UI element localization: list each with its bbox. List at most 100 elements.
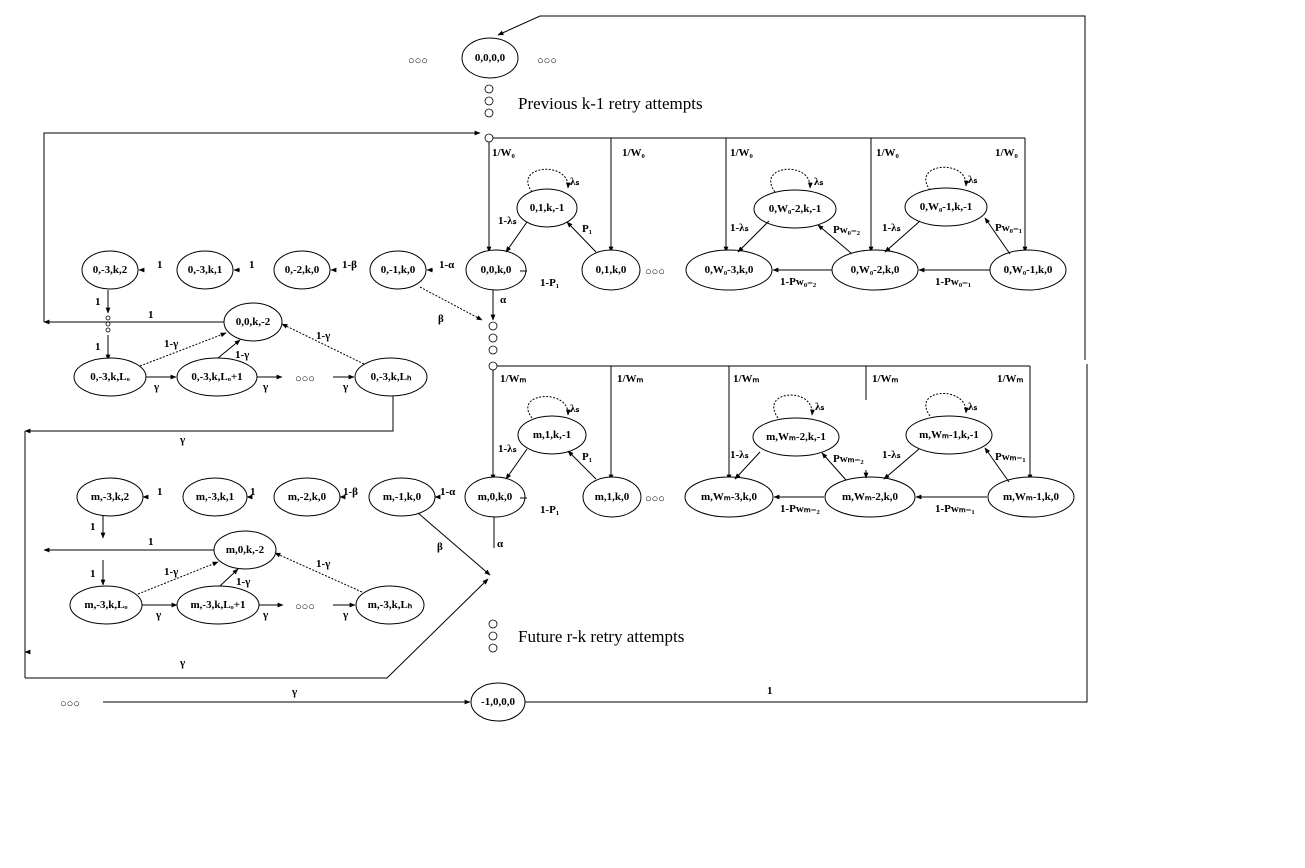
label: γ xyxy=(262,381,268,393)
state-label: m,-3,k,1 xyxy=(196,491,234,503)
state-node-0-W0-1-k-minus1[interactable]: 0,W₀-1,k,-1 xyxy=(904,187,988,227)
state-label: 0,-3,k,1 xyxy=(188,264,223,276)
state-node-m-minus3-k-Lm[interactable]: m,-3,k,Lₒ xyxy=(69,585,143,625)
state-label: m,Wₘ-3,k,0 xyxy=(701,491,758,503)
state-node-0-minus2-k-0[interactable]: 0,-2,k,0 xyxy=(273,250,331,290)
edge-beta xyxy=(417,512,491,576)
state-label: 0,-2,k,0 xyxy=(285,264,320,276)
edge xyxy=(139,332,227,367)
state-label: 0,0,0,0 xyxy=(475,52,506,64)
state-node-m-Wm-2-k-minus1[interactable]: m,Wₘ-2,k,-1 xyxy=(752,417,840,457)
state-node-0-0-k-0[interactable]: 0,0,k,0 xyxy=(465,249,527,291)
label: 1-Pᴡ₀₋₂ xyxy=(780,276,817,288)
edge-selfloop xyxy=(770,168,813,193)
state-node-0-0-k-minus2[interactable]: 0,0,k,-2 xyxy=(223,302,283,342)
state-node-m-minus3-k-Lm-plus1[interactable]: m,-3,k,Lₒ+1 xyxy=(176,585,260,625)
state-label: m,Wₘ-2,k,-1 xyxy=(766,431,826,443)
label: P₁ xyxy=(582,451,592,463)
label-w: 1/Wₘ xyxy=(617,373,644,385)
state-label: 0,-3,k,Lₒ xyxy=(90,371,130,383)
state-node-0-minus3-k-1[interactable]: 0,-3,k,1 xyxy=(176,250,234,290)
edge xyxy=(566,221,597,253)
label-lambda: λₛ xyxy=(814,176,824,188)
edge-return-bottom xyxy=(525,364,1088,703)
state-label: -1,0,0,0 xyxy=(481,696,515,708)
edge xyxy=(817,224,852,254)
stage0-entry-point xyxy=(484,133,494,143)
state-label: 0,0,k,-2 xyxy=(236,316,271,328)
state-node-0-W0-1-k-0[interactable]: 0,W₀-1,k,0 xyxy=(989,249,1067,291)
state-node-m-Wm-2-k-0[interactable]: m,Wₘ-2,k,0 xyxy=(824,476,916,518)
state-node-m-Wm-1-k-minus1[interactable]: m,Wₘ-1,k,-1 xyxy=(905,415,993,455)
state-node-m-1-k-minus1[interactable]: m,1,k,-1 xyxy=(517,415,587,455)
edge xyxy=(737,220,770,253)
state-node-minus1-0-0-0[interactable]: -1,0,0,0 xyxy=(470,682,526,722)
label-lambda: λₛ xyxy=(815,401,825,413)
label: 1 xyxy=(767,685,773,697)
state-label: 0,W₀-2,k,-1 xyxy=(769,203,822,215)
label: 1-β xyxy=(342,259,357,271)
label: 1-Pᴡₘ₋₂ xyxy=(780,503,820,515)
label: 1 xyxy=(90,568,96,580)
state-label: m,0,k,0 xyxy=(478,491,513,503)
state-label: m,-3,k,Lₕ xyxy=(368,599,413,611)
state-node-m-minus3-k-2[interactable]: m,-3,k,2 xyxy=(76,477,144,517)
label: 1 xyxy=(95,341,101,353)
label: 1 xyxy=(148,536,154,548)
state-node-0-W0-2-k-0[interactable]: 0,W₀-2,k,0 xyxy=(831,249,919,291)
state-label: 0,W₀-3,k,0 xyxy=(705,264,754,276)
label: 1-λₛ xyxy=(498,443,517,455)
label-w: 1/W₀ xyxy=(622,147,646,159)
label: 1-λₛ xyxy=(882,222,901,234)
label-w: 1/W₀ xyxy=(492,147,516,159)
state-label: 0,W₀-1,k,0 xyxy=(1004,264,1053,276)
state-node-m-minus1-k-0[interactable]: m,-1,k,0 xyxy=(368,477,436,517)
vertical-ellipsis xyxy=(105,315,111,333)
state-node-0-W0-2-k-minus1[interactable]: 0,W₀-2,k,-1 xyxy=(753,189,837,229)
state-node-0000[interactable]: 0,0,0,0 xyxy=(461,37,519,79)
ellipsis: ○○○ xyxy=(295,373,315,385)
state-node-0-minus3-k-L0[interactable]: 0,-3,k,Lₒ xyxy=(73,357,147,397)
label: 1 xyxy=(249,259,255,271)
state-label: 0,-1,k,0 xyxy=(381,264,416,276)
state-label: 0,W₀-1,k,-1 xyxy=(920,201,973,213)
label-lambda: λₛ xyxy=(968,401,978,413)
state-node-m-0-k-0[interactable]: m,0,k,0 xyxy=(464,476,526,518)
label: 1-P₁ xyxy=(540,504,559,516)
state-node-m-Wm-3-k-0[interactable]: m,Wₘ-3,k,0 xyxy=(684,476,774,518)
edge-return-top xyxy=(497,15,1086,250)
edge xyxy=(217,339,241,359)
state-node-m-0-k-minus2[interactable]: m,0,k,-2 xyxy=(213,530,277,570)
edge-selfloop xyxy=(925,392,969,417)
state-label: m,-2,k,0 xyxy=(288,491,327,503)
edge-gamma-return xyxy=(24,396,394,434)
edge-selfloop xyxy=(527,396,571,419)
state-node-m-1-k-0[interactable]: m,1,k,0 xyxy=(582,476,642,518)
ellipsis: ○○○ xyxy=(295,601,315,613)
edge xyxy=(505,448,528,480)
label: 1-γ xyxy=(164,566,178,578)
state-node-0-W0-3-k-0[interactable]: 0,W₀-3,k,0 xyxy=(685,249,773,291)
state-node-0-minus3-k-L0-plus1[interactable]: 0,-3,k,Lₒ+1 xyxy=(176,357,258,397)
state-node-0-minus3-k-2[interactable]: 0,-3,k,2 xyxy=(81,250,139,290)
edge xyxy=(137,561,219,595)
state-label: m,0,k,-2 xyxy=(226,544,265,556)
state-node-m-minus3-k-Lh[interactable]: m,-3,k,Lₕ xyxy=(355,585,425,625)
label: 1-γ xyxy=(164,338,178,350)
state-node-0-minus3-k-Lh[interactable]: 0,-3,k,Lₕ xyxy=(354,357,428,397)
state-node-m-minus3-k-1[interactable]: m,-3,k,1 xyxy=(182,477,248,517)
label: 1-γ xyxy=(316,558,330,570)
state-label: m,-3,k,Lₒ xyxy=(84,599,127,611)
ellipsis: ○○○ xyxy=(645,493,665,505)
state-node-0-1-k-minus1[interactable]: 0,1,k,-1 xyxy=(516,188,578,228)
caption-previous-attempts: Previous k-1 retry attempts xyxy=(518,94,703,113)
edge xyxy=(821,452,847,481)
ellipsis: ○○○ xyxy=(645,266,665,278)
label: 1-Pᴡₘ₋₁ xyxy=(935,503,975,515)
label: 1 xyxy=(250,486,256,498)
state-node-m-minus2-k-0[interactable]: m,-2,k,0 xyxy=(273,477,341,517)
state-node-0-minus1-k-0[interactable]: 0,-1,k,0 xyxy=(369,250,427,290)
state-node-m-Wm-1-k-0[interactable]: m,Wₘ-1,k,0 xyxy=(987,476,1075,518)
state-node-0-1-k-0[interactable]: 0,1,k,0 xyxy=(581,249,641,291)
edge-selfloop xyxy=(527,168,571,193)
